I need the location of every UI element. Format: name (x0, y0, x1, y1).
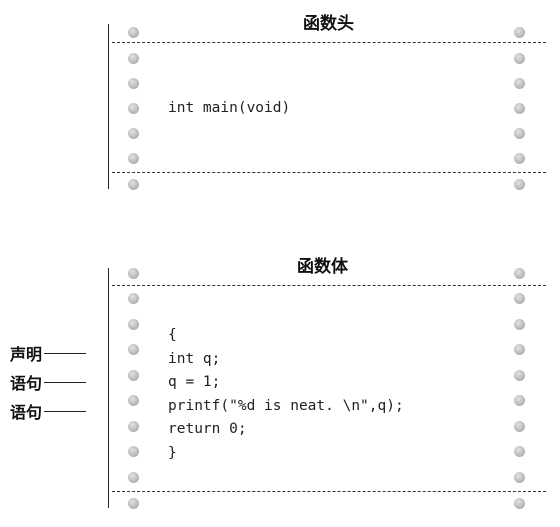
body-top-dashed-line (112, 285, 546, 286)
perforation-hole (128, 293, 139, 304)
perforation-hole (128, 370, 139, 381)
perforation-hole (514, 78, 525, 89)
body-bottom-dashed-line (112, 491, 546, 492)
perforation-hole (128, 153, 139, 164)
perforation-hole (128, 472, 139, 483)
perforation-hole (128, 103, 139, 114)
code-line: int q; (168, 350, 221, 367)
perforation-hole (514, 421, 525, 432)
annotation-pointer-line (44, 352, 87, 354)
annotation-declaration: 声明 (10, 343, 87, 364)
perforation-hole (514, 395, 525, 406)
perforation-hole (128, 268, 139, 279)
annotation-statement: 语句 (10, 372, 87, 393)
function-header-code: int main(void) (168, 97, 290, 121)
body-left-border (108, 268, 109, 508)
perforation-hole (128, 179, 139, 190)
perforation-hole (514, 446, 525, 457)
perforation-hole (514, 103, 525, 114)
header-bottom-dashed-line (112, 172, 546, 173)
perforation-hole (128, 128, 139, 139)
perforation-hole (514, 370, 525, 381)
perforation-hole (514, 472, 525, 483)
header-left-border (108, 24, 109, 189)
annotation-statement: 语句 (10, 401, 87, 422)
code-line: int main(void) (168, 100, 291, 116)
perforation-hole (514, 319, 525, 330)
perforation-hole (128, 78, 139, 89)
perforation-hole (128, 498, 139, 509)
function-header-title: 函数头 (303, 14, 354, 34)
perforation-hole (128, 395, 139, 406)
code-line: q = 1; (168, 374, 221, 390)
code-line: } (168, 444, 177, 461)
perforation-hole (514, 268, 525, 279)
perforation-hole (514, 53, 525, 64)
perforation-hole (514, 498, 525, 509)
function-body-code: { int q; q = 1; printf("%d is neat. \n",… (168, 324, 404, 465)
annotation-pointer-line (44, 381, 87, 383)
perforation-hole (128, 27, 139, 38)
perforation-hole (128, 344, 139, 355)
perforation-hole (514, 179, 525, 190)
code-line: { (168, 327, 177, 343)
perforation-hole (514, 128, 525, 139)
function-header-panel: 函数头 int main(void) (0, 0, 560, 200)
annotation-label: 语句 (10, 374, 43, 393)
code-line: return 0; (168, 421, 247, 437)
annotation-label: 语句 (10, 403, 43, 422)
code-line: printf("%d is neat. \n",q); (168, 397, 404, 414)
header-top-dashed-line (112, 42, 546, 43)
perforation-hole (128, 421, 139, 432)
perforation-hole (514, 27, 525, 38)
function-body-title: 函数体 (297, 257, 348, 277)
perforation-hole (514, 293, 525, 304)
perforation-hole (128, 319, 139, 330)
perforation-hole (128, 53, 139, 64)
perforation-hole (514, 344, 525, 355)
annotation-label: 声明 (10, 345, 43, 364)
perforation-hole (128, 446, 139, 457)
annotation-pointer-line (44, 410, 87, 412)
perforation-hole (514, 153, 525, 164)
